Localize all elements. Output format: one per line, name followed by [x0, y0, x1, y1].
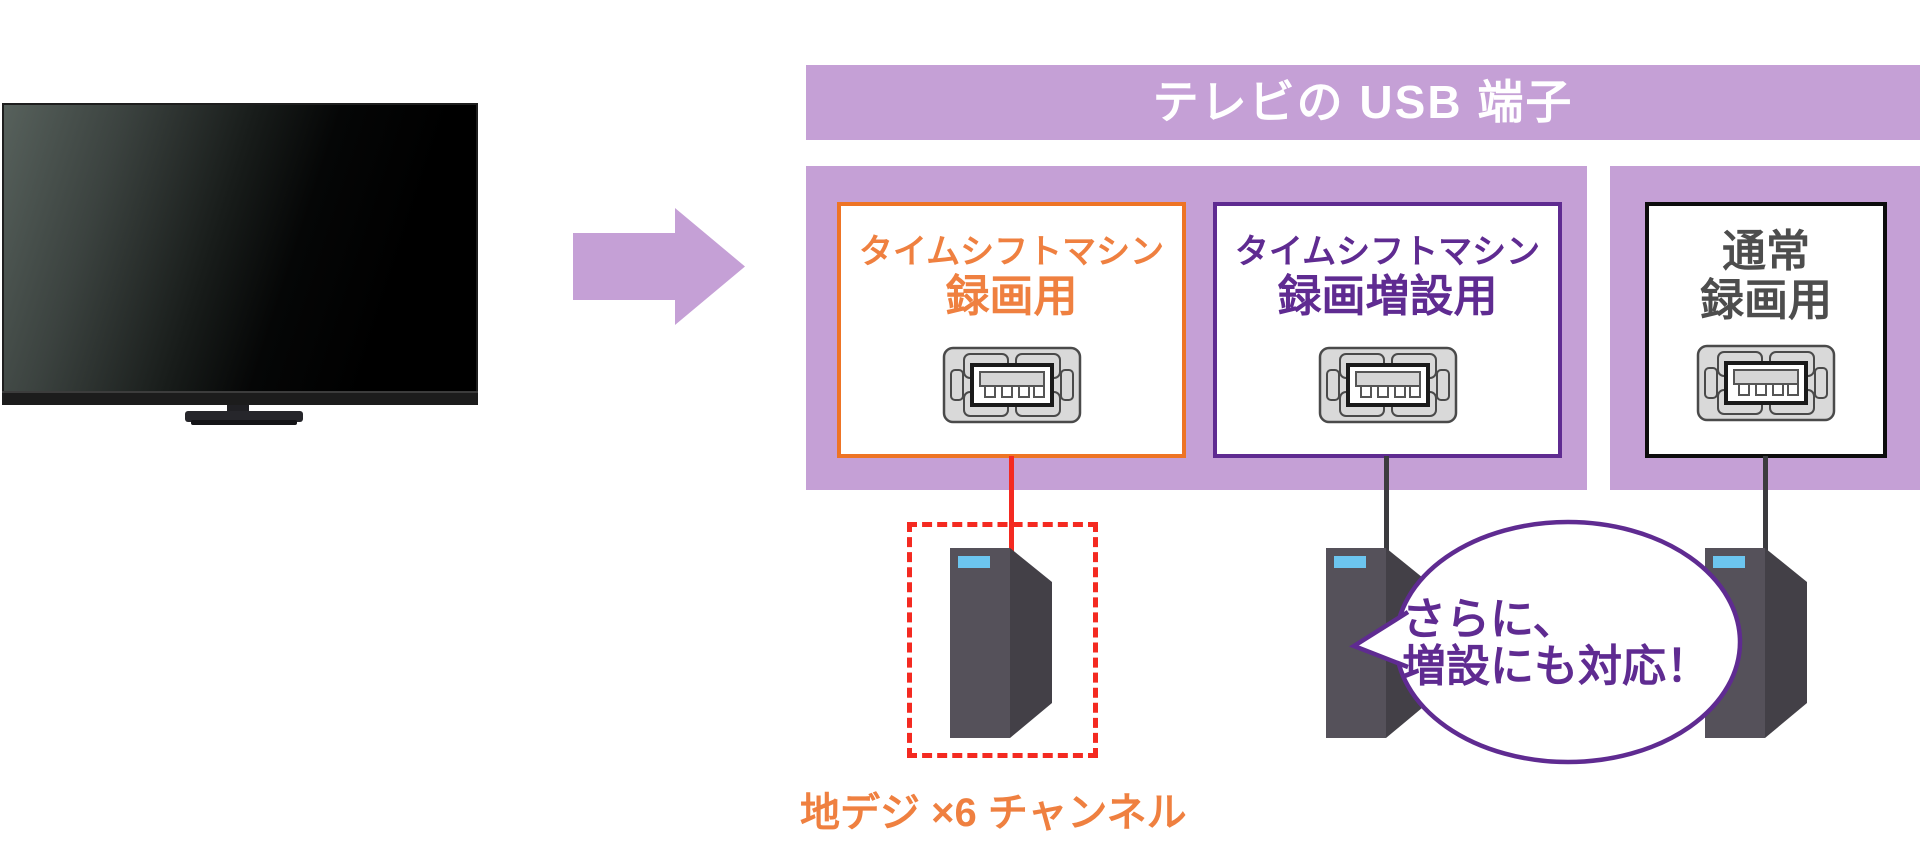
tv-stand-foot [191, 420, 297, 425]
cable-normal [1763, 456, 1768, 552]
channels-caption: 地デジ ×6 チャンネル [800, 791, 1187, 835]
bubble-line2: 増設にも対応！ [1402, 642, 1710, 691]
usb-port-icon [942, 346, 1081, 424]
port-label-line2: 録画用 [945, 272, 1078, 321]
port-label-line2: 録画用 [1700, 276, 1832, 325]
timeshift-hdd-dashed-box [907, 522, 1098, 758]
port-label-line1: タイムシフトマシン [858, 233, 1165, 271]
port-label-line1: 通常 [1722, 227, 1810, 276]
bubble-line1: さらに、 [1402, 595, 1577, 644]
bubble-text: さらに、 増設にも対応！ [1402, 596, 1710, 690]
tv-image [2, 103, 478, 393]
hdd-icon-timeshift [950, 548, 1052, 738]
port-label-line1: タイムシフトマシン [1234, 233, 1541, 271]
tv-bottom-bezel [2, 391, 478, 405]
usb-port-icon [1696, 344, 1836, 422]
tv-stand-base [185, 411, 303, 422]
port-box-normal-recording: 通常 録画用 [1645, 202, 1887, 458]
usb-terminal-banner: テレビの USB 端子 [806, 65, 1920, 140]
port-box-timeshift-expansion: タイムシフトマシン 録画増設用 [1213, 202, 1562, 458]
right-arrow-icon [573, 208, 745, 325]
usb-terminal-banner-label: テレビの USB 端子 [1152, 76, 1574, 128]
cable-expansion [1384, 456, 1389, 552]
usb-port-icon [1318, 346, 1457, 424]
tv-stand-neck [227, 405, 249, 415]
port-label-line2: 録画増設用 [1277, 272, 1498, 321]
cable-timeshift [1009, 456, 1014, 552]
port-box-timeshift-recording: タイムシフトマシン 録画用 [837, 202, 1186, 458]
speech-bubble [1349, 519, 1743, 765]
